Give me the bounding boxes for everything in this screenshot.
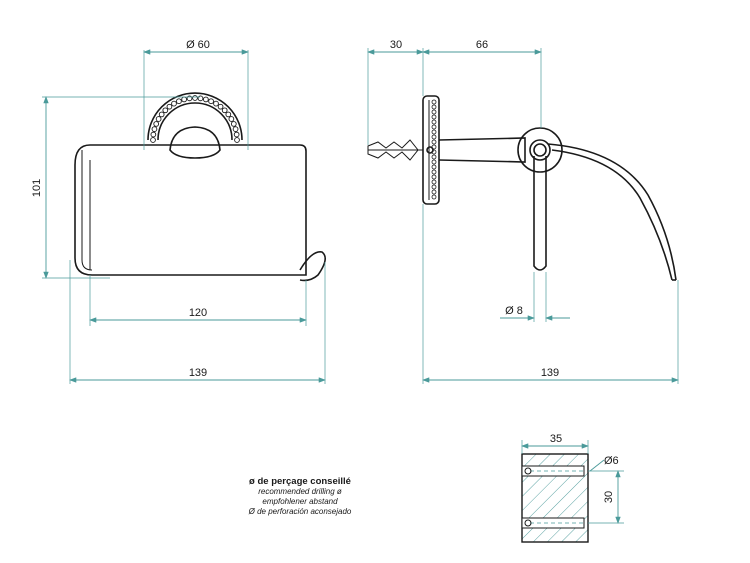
cover-outline [74, 144, 307, 276]
dim-depth-66: 66 [476, 39, 488, 51]
dim-width-120: 120 [189, 307, 207, 319]
note-spanish: Ø de perforación aconsejado [248, 507, 352, 516]
front-dimensions: Ø 60 101 120 139 [31, 39, 326, 384]
side-view [367, 95, 677, 281]
dim-hole-diameter-6: Ø6 [604, 455, 619, 467]
rosette-bead-ring [150, 95, 240, 143]
note-german: empfohlener abstand [262, 497, 338, 506]
note-english: recommended drilling ø [258, 487, 342, 496]
wall-plate-beads [431, 99, 437, 200]
dim-diameter-8: Ø 8 [505, 305, 523, 317]
dim-hole-spacing-30: 30 [603, 491, 615, 503]
drilling-note: ø de perçage conseillé recommended drill… [230, 476, 370, 517]
dim-width-139-right: 139 [541, 367, 559, 379]
drilling-detail: 35 Ø6 30 [521, 433, 624, 543]
dim-depth-30: 30 [390, 39, 402, 51]
dim-diameter-60: Ø 60 [186, 39, 210, 51]
note-title: ø de perçage conseillé [249, 476, 351, 487]
dim-height-101: 101 [31, 179, 43, 197]
dim-hole-depth-35: 35 [550, 433, 562, 445]
side-dimensions: 30 66 Ø 8 139 [367, 39, 679, 384]
front-view [74, 50, 326, 282]
dim-width-139-left: 139 [189, 367, 207, 379]
